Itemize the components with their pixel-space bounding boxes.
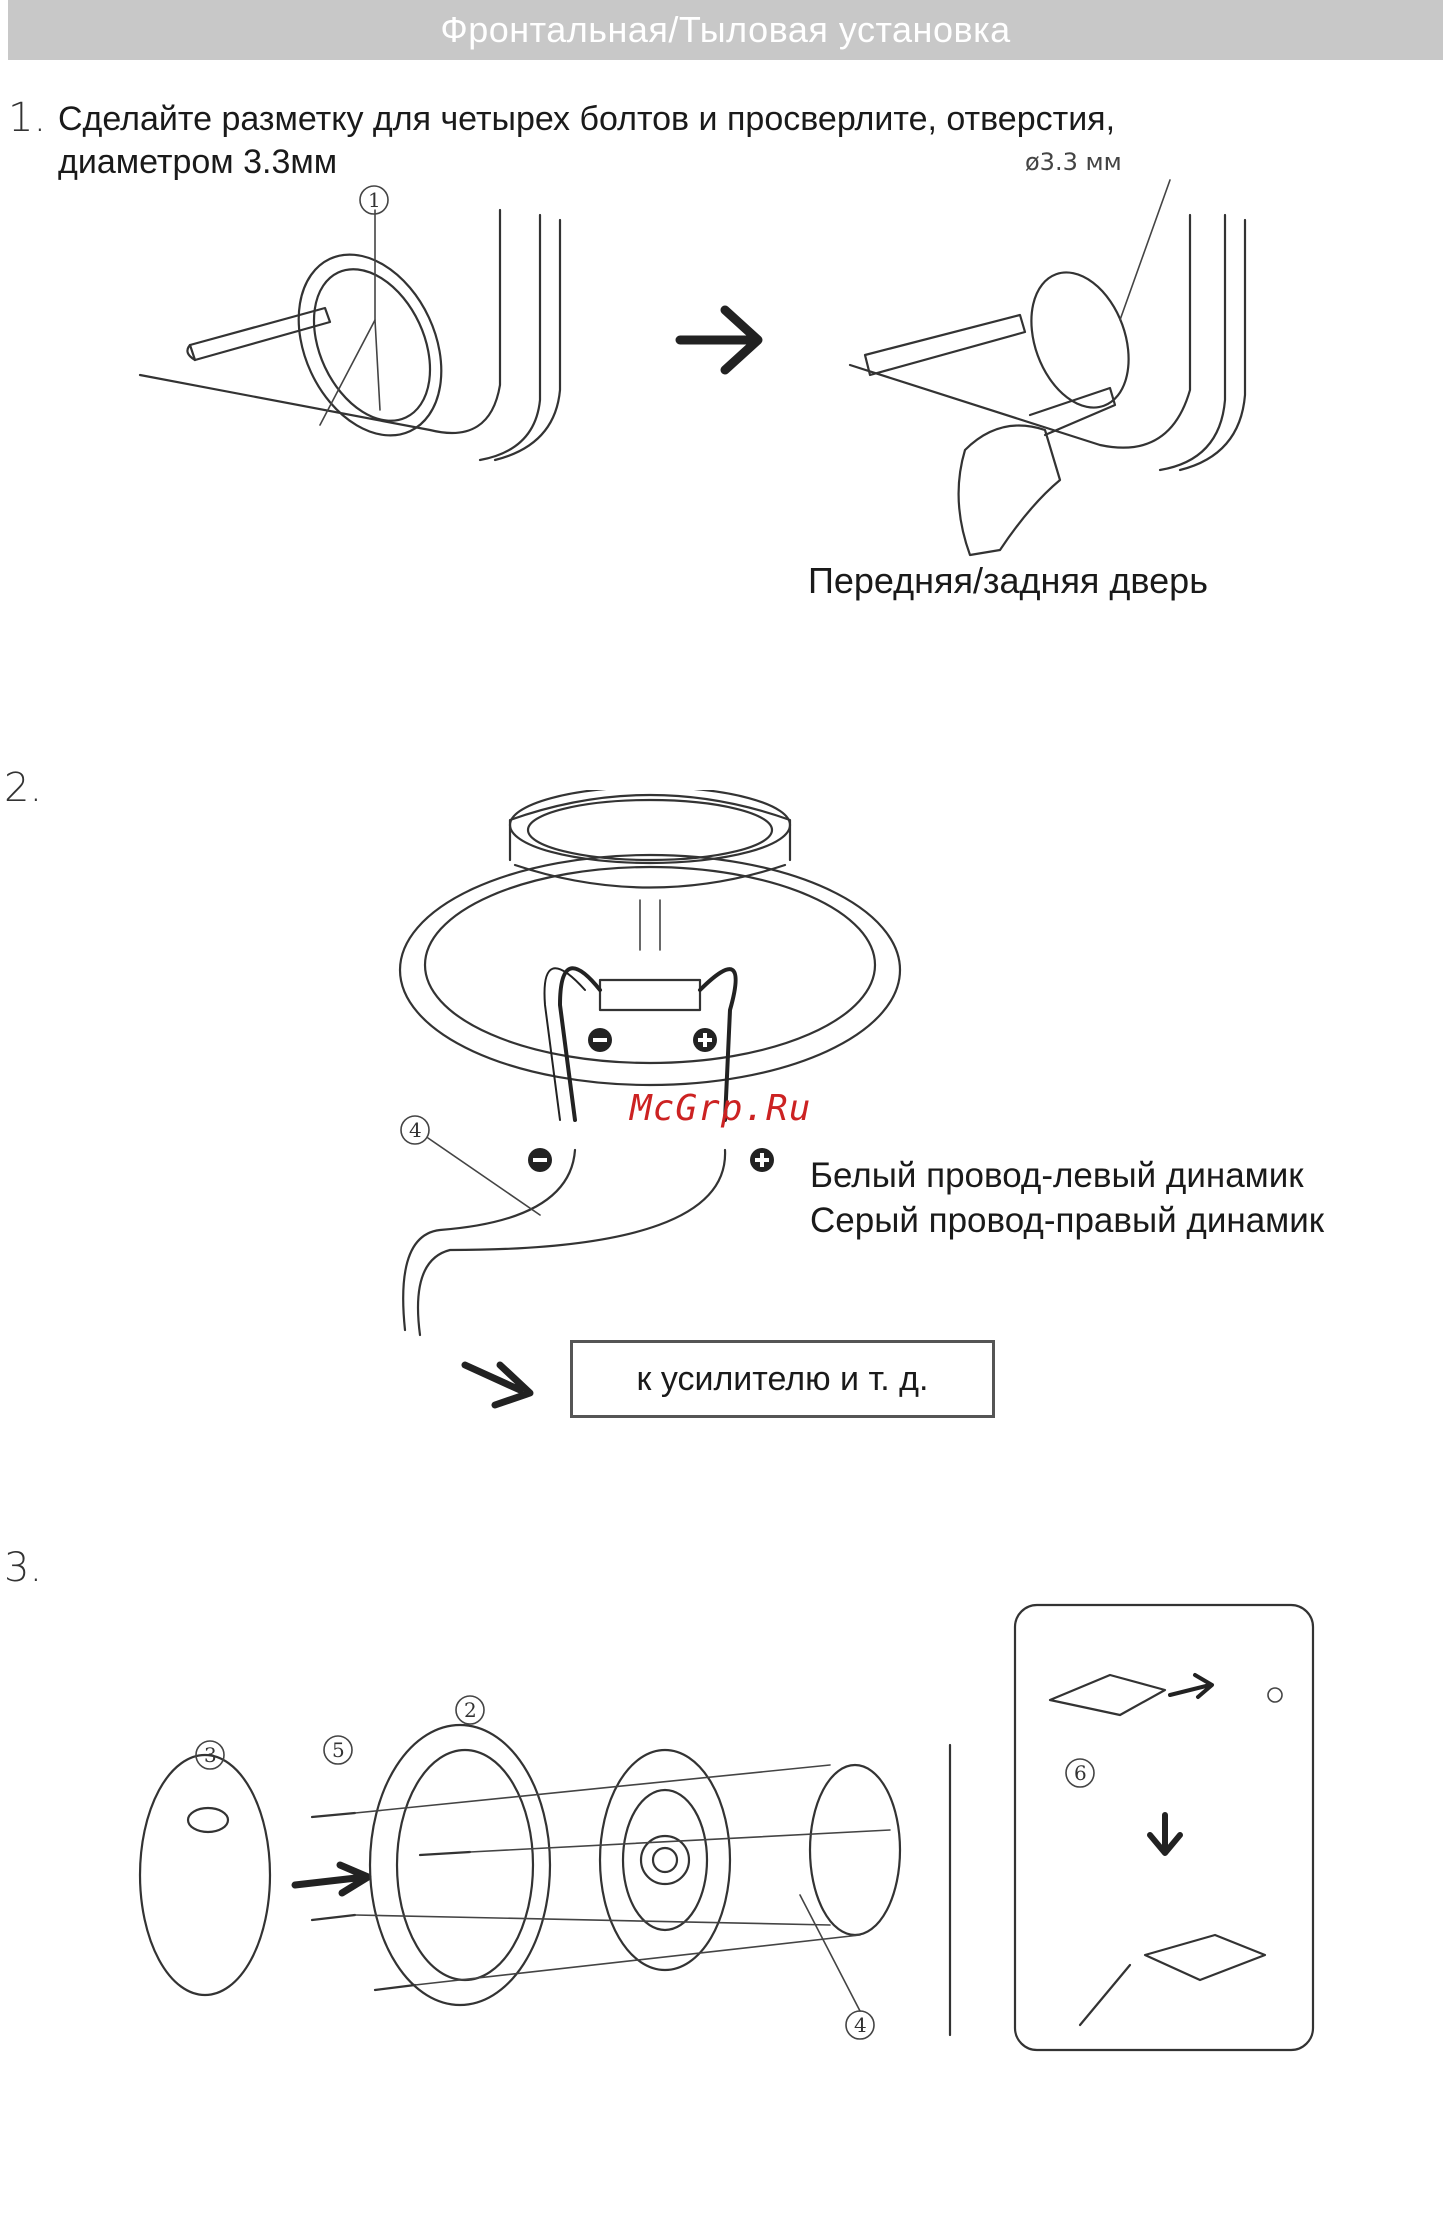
clip-detail-inset (1015, 1605, 1313, 2050)
header-bar: Фронтальная/Тыловая установка (8, 0, 1443, 60)
svg-text:6: 6 (1074, 1761, 1087, 1785)
step-1-text-line1: Сделайте разметку для четырех болтов и п… (58, 98, 1115, 141)
amplifier-label: к усилителю и т. д. (637, 1360, 929, 1399)
svg-text:2: 2 (464, 1698, 477, 1722)
screws (312, 1813, 470, 1990)
mounting-frame (370, 1725, 550, 2005)
svg-text:3: 3 (204, 1743, 217, 1767)
white-wire-label: Белый провод-левый динамик (810, 1153, 1324, 1198)
assembly-arrow (295, 1865, 368, 1893)
step-3-number: 3. (4, 1545, 42, 1591)
speaker-grille (140, 1755, 270, 1995)
callout-4: 4 (800, 1895, 874, 2039)
wire-labels: Белый провод-левый динамик Серый провод-… (810, 1153, 1324, 1243)
step-3-illustration: 3 5 2 4 6 (0, 1595, 1450, 2075)
svg-text:4: 4 (854, 2013, 867, 2037)
callout-1: 1 (360, 186, 388, 214)
step-1-arrow (680, 310, 758, 370)
door-caption: Передняя/задняя дверь (808, 560, 1208, 602)
door-panel-left (140, 210, 560, 460)
door-panel-right (850, 180, 1245, 555)
gray-wire-label: Серый провод-правый динамик (810, 1198, 1324, 1243)
svg-text:5: 5 (332, 1738, 345, 1762)
door-cavity (355, 1745, 950, 2035)
callout-6: 6 (1066, 1759, 1094, 1787)
callout-5: 5 (324, 1736, 352, 1764)
amplifier-box: к усилителю и т. д. (570, 1340, 995, 1418)
step-1-number: 1. (8, 95, 46, 141)
svg-text:4: 4 (409, 1118, 422, 1142)
speaker-rear-view (400, 790, 900, 1085)
svg-text:1: 1 (368, 188, 381, 212)
speaker-driver (600, 1750, 730, 1970)
watermark: McGrp.Ru (630, 1088, 811, 1129)
step-1-illustration: 1 (0, 160, 1450, 720)
callout-4-wire: 4 (401, 1116, 540, 1215)
callout-2: 2 (456, 1696, 484, 1724)
page-title: Фронтальная/Тыловая установка (440, 9, 1010, 51)
